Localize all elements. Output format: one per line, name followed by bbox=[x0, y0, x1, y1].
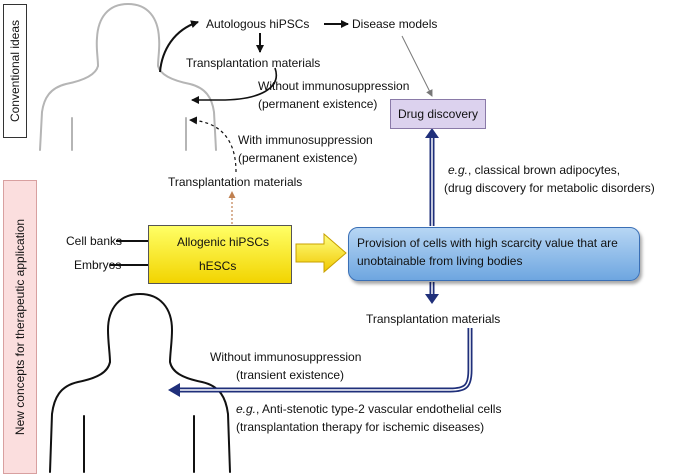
permanent-existence-mid-label: (permanent existence) bbox=[238, 151, 358, 165]
disease-to-drug-arrow bbox=[401, 35, 433, 97]
permanent-existence-top-label: (permanent existence) bbox=[258, 97, 378, 111]
drug-discovery-box: Drug discovery bbox=[390, 99, 486, 129]
drug-discovery-label: Drug discovery bbox=[397, 107, 479, 121]
with-immuno-dashed-arrow bbox=[189, 116, 237, 173]
provision-to-drug-arrow bbox=[425, 128, 439, 226]
eg-italic-1: e.g. bbox=[448, 163, 469, 177]
transplantation-materials-top-label: Transplantation materials bbox=[186, 56, 321, 70]
transplant-to-body-arrow bbox=[191, 67, 278, 104]
allogenic-hipscs-label: Allogenic hiPSCs bbox=[177, 235, 270, 249]
ischemic-therapy-label: (transplantation therapy for ischemic di… bbox=[236, 420, 485, 434]
endothelial-example-label: e.g., Anti-stenotic type-2 vascular endo… bbox=[236, 402, 501, 417]
transient-existence-label: (transient existence) bbox=[236, 368, 345, 382]
hescs-label: hESCs bbox=[199, 259, 237, 273]
drug-metabolic-label: (drug discovery for metabolic disorders) bbox=[444, 181, 655, 195]
upper-person-figure bbox=[39, 2, 217, 151]
provision-of-cells-box: Provision of cells with high scarcity va… bbox=[348, 227, 640, 281]
lower-person-figure bbox=[49, 292, 231, 473]
transplantation-materials-mid-label: Transplantation materials bbox=[168, 175, 303, 189]
conventional-ideas-tab: Conventional ideas bbox=[3, 4, 27, 138]
stem-cell-source-box: Allogenic hiPSCs hESCs bbox=[148, 225, 292, 284]
adipocytes-example-label: e.g., classical brown adipocytes, bbox=[448, 163, 620, 178]
cell-banks-label: Cell banks bbox=[66, 234, 123, 248]
new-concepts-tab: New concepts for therapeutic application bbox=[3, 180, 37, 474]
transplant-to-lower-body-arrow bbox=[168, 328, 473, 397]
transplantation-materials-bottom-label: Transplantation materials bbox=[366, 312, 501, 326]
eg-italic-2: e.g. bbox=[236, 402, 257, 416]
body-to-autologous-arrow bbox=[159, 20, 199, 73]
embryos-label: Embryos bbox=[74, 258, 122, 272]
provision-line-2: unobtainable from living bodies bbox=[357, 254, 523, 268]
provision-line-1: Provision of cells with high scarcity va… bbox=[357, 236, 618, 250]
disease-models-label: Disease models bbox=[352, 17, 438, 31]
endothelial-text: , Anti-stenotic type-2 vascular endothel… bbox=[256, 402, 502, 416]
with-immunosuppression-label: With immunosuppression bbox=[238, 133, 373, 147]
autologous-hipscs-label: Autologous hiPSCs bbox=[206, 17, 310, 31]
without-immunosuppression-bottom-label: Without immunosuppression bbox=[210, 350, 362, 364]
without-immunosuppression-top-label: Without immunosuppression bbox=[258, 79, 410, 93]
big-yellow-arrow bbox=[295, 232, 347, 274]
adipocytes-text: , classical brown adipocytes, bbox=[468, 163, 621, 177]
provision-to-transplant-arrow bbox=[425, 282, 439, 304]
